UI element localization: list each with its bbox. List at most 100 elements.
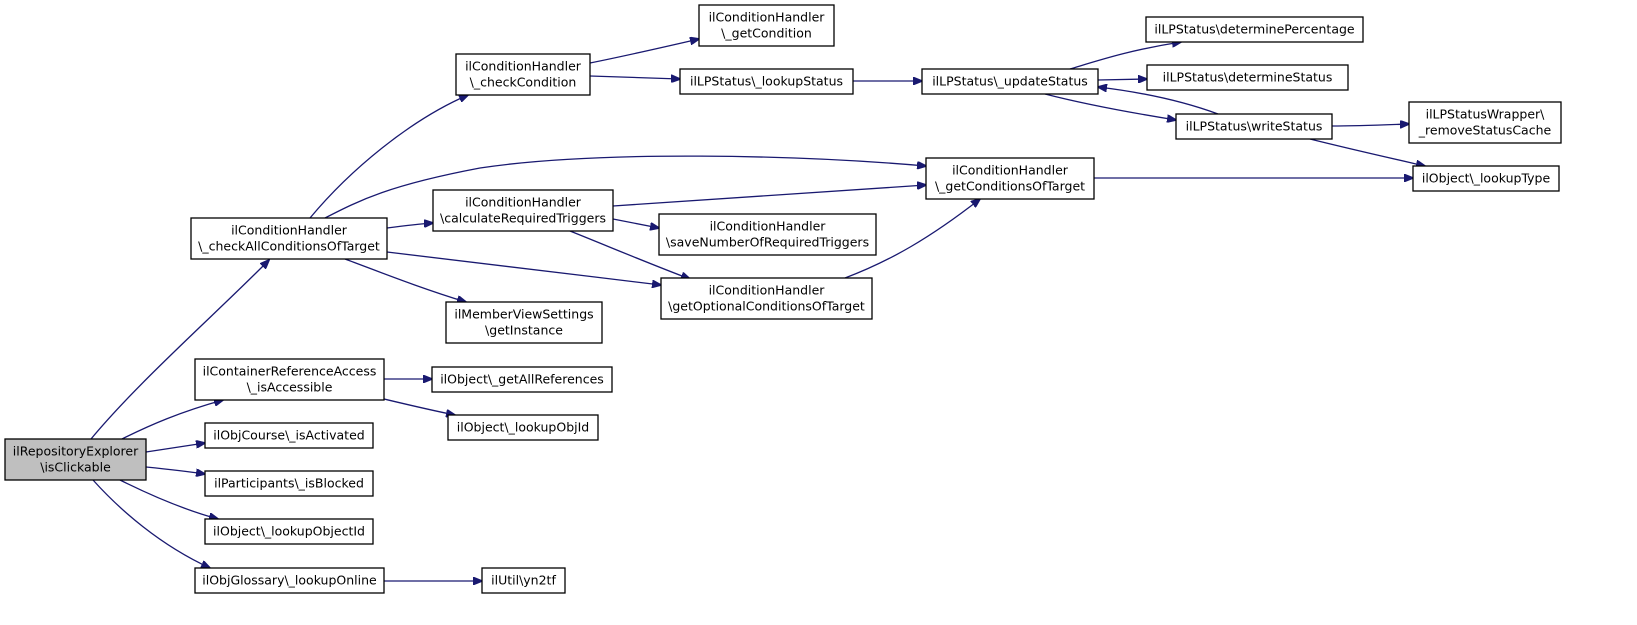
node-box [1175, 113, 1333, 140]
node-label: \getOptionalConditionsOfTarget [668, 299, 865, 314]
node-label: ilConditionHandler [465, 59, 582, 74]
node-box [194, 567, 385, 594]
edge-chkCond-to-lookupStatus [589, 76, 680, 79]
node-box [445, 301, 603, 344]
edge-chkAll-to-memberView [344, 258, 466, 302]
node-label: \isClickable [40, 460, 111, 475]
node-box [1412, 165, 1560, 192]
node-label: ilObject\_getAllReferences [440, 372, 604, 387]
node-box [921, 68, 1099, 95]
node-lookupStatus[interactable]: ilLPStatus\_lookupStatus [679, 68, 854, 95]
edge-chkCond-to-getCond [589, 39, 699, 64]
node-isBlocked[interactable]: ilParticipants\_isBlocked [204, 470, 374, 497]
node-memberView[interactable]: ilMemberViewSettings\getInstance [445, 301, 603, 344]
node-box [698, 4, 835, 47]
edge-calcReq-to-saveNum [612, 218, 659, 228]
node-box [925, 157, 1095, 200]
node-writeStatus[interactable]: ilLPStatus\writeStatus [1175, 113, 1333, 140]
node-label: ilLPStatus\_updateStatus [932, 74, 1088, 89]
node-box [431, 366, 613, 393]
node-label: ilLPStatus\_lookupStatus [690, 74, 843, 89]
node-box [432, 189, 614, 232]
node-getAllRefs[interactable]: ilObject\_getAllReferences [431, 366, 613, 393]
node-isActivated[interactable]: ilObjCourse\_isActivated [204, 422, 374, 449]
edge-writeStatus-to-removeCache [1331, 124, 1409, 126]
node-contRef[interactable]: ilContainerReferenceAccess\_isAccessible [194, 358, 385, 401]
edge-updateStatus-to-detPct [1069, 42, 1181, 70]
node-label: ilConditionHandler [709, 10, 826, 25]
node-label: \_checkAllConditionsOfTarget [198, 239, 380, 254]
edge-root-to-lookupObjectId [119, 479, 218, 519]
edge-chkAll-to-calcReq [386, 223, 433, 229]
edge-root-to-lookupOnline [92, 479, 210, 568]
node-label: ilConditionHandler [231, 223, 348, 238]
node-label: ilConditionHandler [952, 163, 1069, 178]
node-label: \calculateRequiredTriggers [440, 211, 606, 226]
node-box [455, 53, 591, 96]
node-box [4, 438, 147, 481]
node-box [1408, 101, 1562, 144]
node-detPct[interactable]: ilLPStatus\determinePercentage [1145, 16, 1364, 43]
node-label: ilObject\_lookupObjId [457, 420, 589, 435]
node-box [658, 213, 877, 256]
node-label: \_getConditionsOfTarget [935, 179, 1085, 194]
node-chkAll[interactable]: ilConditionHandler\_checkAllConditionsOf… [190, 217, 388, 260]
node-label: \saveNumberOfRequiredTriggers [666, 235, 869, 250]
node-label: ilObject\_lookupObjectId [213, 524, 365, 539]
edge-updateStatus-to-detStatus [1097, 79, 1147, 80]
node-box [204, 470, 374, 497]
edge-root-to-isActivated [145, 443, 205, 453]
edge-root-to-chkAll [90, 260, 269, 440]
node-detStatus[interactable]: ilLPStatus\determineStatus [1146, 64, 1349, 91]
node-label: ilLPStatus\determinePercentage [1154, 22, 1355, 37]
node-saveNum[interactable]: ilConditionHandler\saveNumberOfRequiredT… [658, 213, 877, 256]
edge-chkAll-to-chkCond [309, 95, 468, 219]
node-label: ilObject\_lookupType [1422, 171, 1551, 186]
node-label: \getInstance [485, 323, 563, 338]
node-calcReq[interactable]: ilConditionHandler\calculateRequiredTrig… [432, 189, 614, 232]
node-label: ilLPStatusWrapper\ [1426, 107, 1546, 122]
node-lookupOnline[interactable]: ilObjGlossary\_lookupOnline [194, 567, 385, 594]
node-label: \_checkCondition [470, 75, 577, 90]
node-updateStatus[interactable]: ilLPStatus\_updateStatus [921, 68, 1099, 95]
edge-writeStatus-to-lookupType [1309, 138, 1425, 166]
node-label: ilConditionHandler [709, 283, 826, 298]
node-yn2tf[interactable]: ilUtil\yn2tf [481, 567, 566, 594]
edge-root-to-isBlocked [145, 466, 205, 474]
edge-root-to-contRef [121, 400, 223, 440]
node-chkCond[interactable]: ilConditionHandler\_checkCondition [455, 53, 591, 96]
node-label: ilContainerReferenceAccess [203, 364, 377, 379]
node-label: ilMemberViewSettings [454, 307, 593, 322]
node-box [447, 414, 599, 441]
node-box [190, 217, 388, 260]
node-getCondsTarget[interactable]: ilConditionHandler\_getConditionsOfTarge… [925, 157, 1095, 200]
node-label: ilUtil\yn2tf [491, 573, 556, 588]
edge-getOpt-to-getCondsTarget [844, 199, 980, 279]
node-label: ilLPStatus\writeStatus [1186, 119, 1323, 134]
edge-updateStatus-to-writeStatus [1044, 93, 1176, 120]
node-label: \_isAccessible [247, 380, 333, 395]
edge-writeStatus-to-updateStatus [1098, 87, 1219, 115]
node-getCond[interactable]: ilConditionHandler\_getCondition [698, 4, 835, 47]
node-getOpt[interactable]: ilConditionHandler\getOptionalConditions… [660, 277, 873, 320]
node-box [660, 277, 873, 320]
node-root[interactable]: ilRepositoryExplorer\isClickable [4, 438, 147, 481]
node-box [204, 518, 374, 545]
node-label: ilObjGlossary\_lookupOnline [202, 573, 377, 588]
node-label: ilObjCourse\_isActivated [213, 428, 364, 443]
nodes: ilRepositoryExplorer\isClickable ilCondit… [4, 4, 1562, 594]
node-label: ilParticipants\_isBlocked [214, 476, 364, 491]
node-box [679, 68, 854, 95]
node-lookupType[interactable]: ilObject\_lookupType [1412, 165, 1560, 192]
node-label: \_getCondition [721, 26, 812, 41]
node-box [481, 567, 566, 594]
edge-calcReq-to-getCondsTarget [612, 185, 926, 207]
edge-contRef-to-lookupObjId [383, 398, 455, 415]
node-box [194, 358, 385, 401]
node-removeCache[interactable]: ilLPStatusWrapper\_removeStatusCache [1408, 101, 1562, 144]
edge-chkAll-to-getOpt [386, 251, 661, 285]
node-lookupObjId[interactable]: ilObject\_lookupObjId [447, 414, 599, 441]
node-lookupObjectId[interactable]: ilObject\_lookupObjectId [204, 518, 374, 545]
edge-chkAll-to-getCondsTarget [324, 155, 926, 219]
